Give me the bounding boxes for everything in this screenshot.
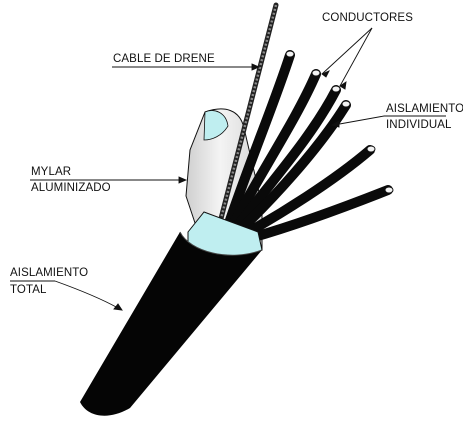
label-cable-drene: CABLE DE DRENE	[113, 53, 215, 66]
outer-jacket	[80, 232, 262, 416]
label-mylar-1: MYLAR	[31, 166, 71, 179]
label-aislamiento-individual-2: INDIVIDUAL	[386, 119, 452, 132]
label-aislamiento-total-1: AISLAMIENTO	[10, 267, 88, 280]
label-mylar-2: ALUMINIZADO	[31, 182, 111, 195]
conductors	[226, 51, 393, 242]
label-aislamiento-individual-1: AISLAMIENTO	[386, 103, 463, 116]
label-conductores: CONDUCTORES	[322, 12, 413, 25]
label-aislamiento-total-2: TOTAL	[10, 284, 47, 297]
